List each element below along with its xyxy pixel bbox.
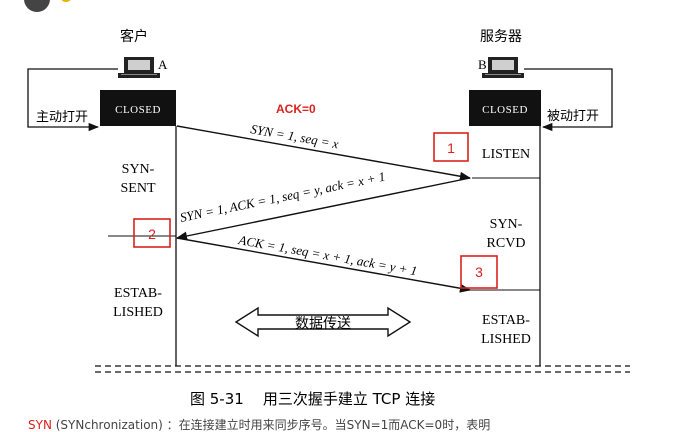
server-state-syn-rcvd-1: SYN- [490, 217, 523, 232]
server-computer-icon [482, 57, 524, 78]
server-state-established-2: LISHED [481, 332, 531, 347]
client-title: 客户 [120, 28, 148, 45]
server-title: 服务器 [480, 29, 522, 45]
data-transfer-label: 数据传送 [295, 316, 351, 332]
client-state-syn-sent-2: SENT [121, 181, 156, 196]
server-state-listen: LISTEN [482, 147, 530, 162]
server-closed-label: CLOSED [482, 104, 528, 116]
client-host-label: A [158, 57, 168, 72]
server-action-label: 被动打开 [547, 109, 599, 124]
step-marker-1-label: 1 [447, 140, 455, 156]
figure-caption: 图 5-31 用三次握手建立 TCP 连接 [190, 390, 435, 408]
client-state-established-1: ESTAB- [114, 286, 162, 301]
server-state-syn-rcvd-2: RCVD [487, 236, 526, 251]
client-state-established-2: LISHED [113, 305, 163, 320]
server-state-established-1: ESTAB- [482, 313, 530, 328]
client-action-label: 主动打开 [36, 110, 88, 125]
step-marker-2-label: 2 [148, 226, 156, 242]
step-marker-3-label: 3 [475, 264, 483, 280]
ack-zero-annotation: ACK=0 [276, 102, 316, 116]
ack-message: ACK = 1, seq = x + 1, ack = y + 1 [236, 232, 418, 278]
client-closed-label: CLOSED [115, 104, 161, 116]
tcp-handshake-diagram: 客户 A 服务器 B CLOSED CLOSED 主动打开 被动打开 ACK=0… [0, 0, 699, 418]
ack-arrow [177, 238, 470, 290]
client-computer-icon [118, 57, 160, 78]
server-host-label: B [478, 57, 487, 72]
client-state-syn-sent-1: SYN- [122, 162, 155, 177]
